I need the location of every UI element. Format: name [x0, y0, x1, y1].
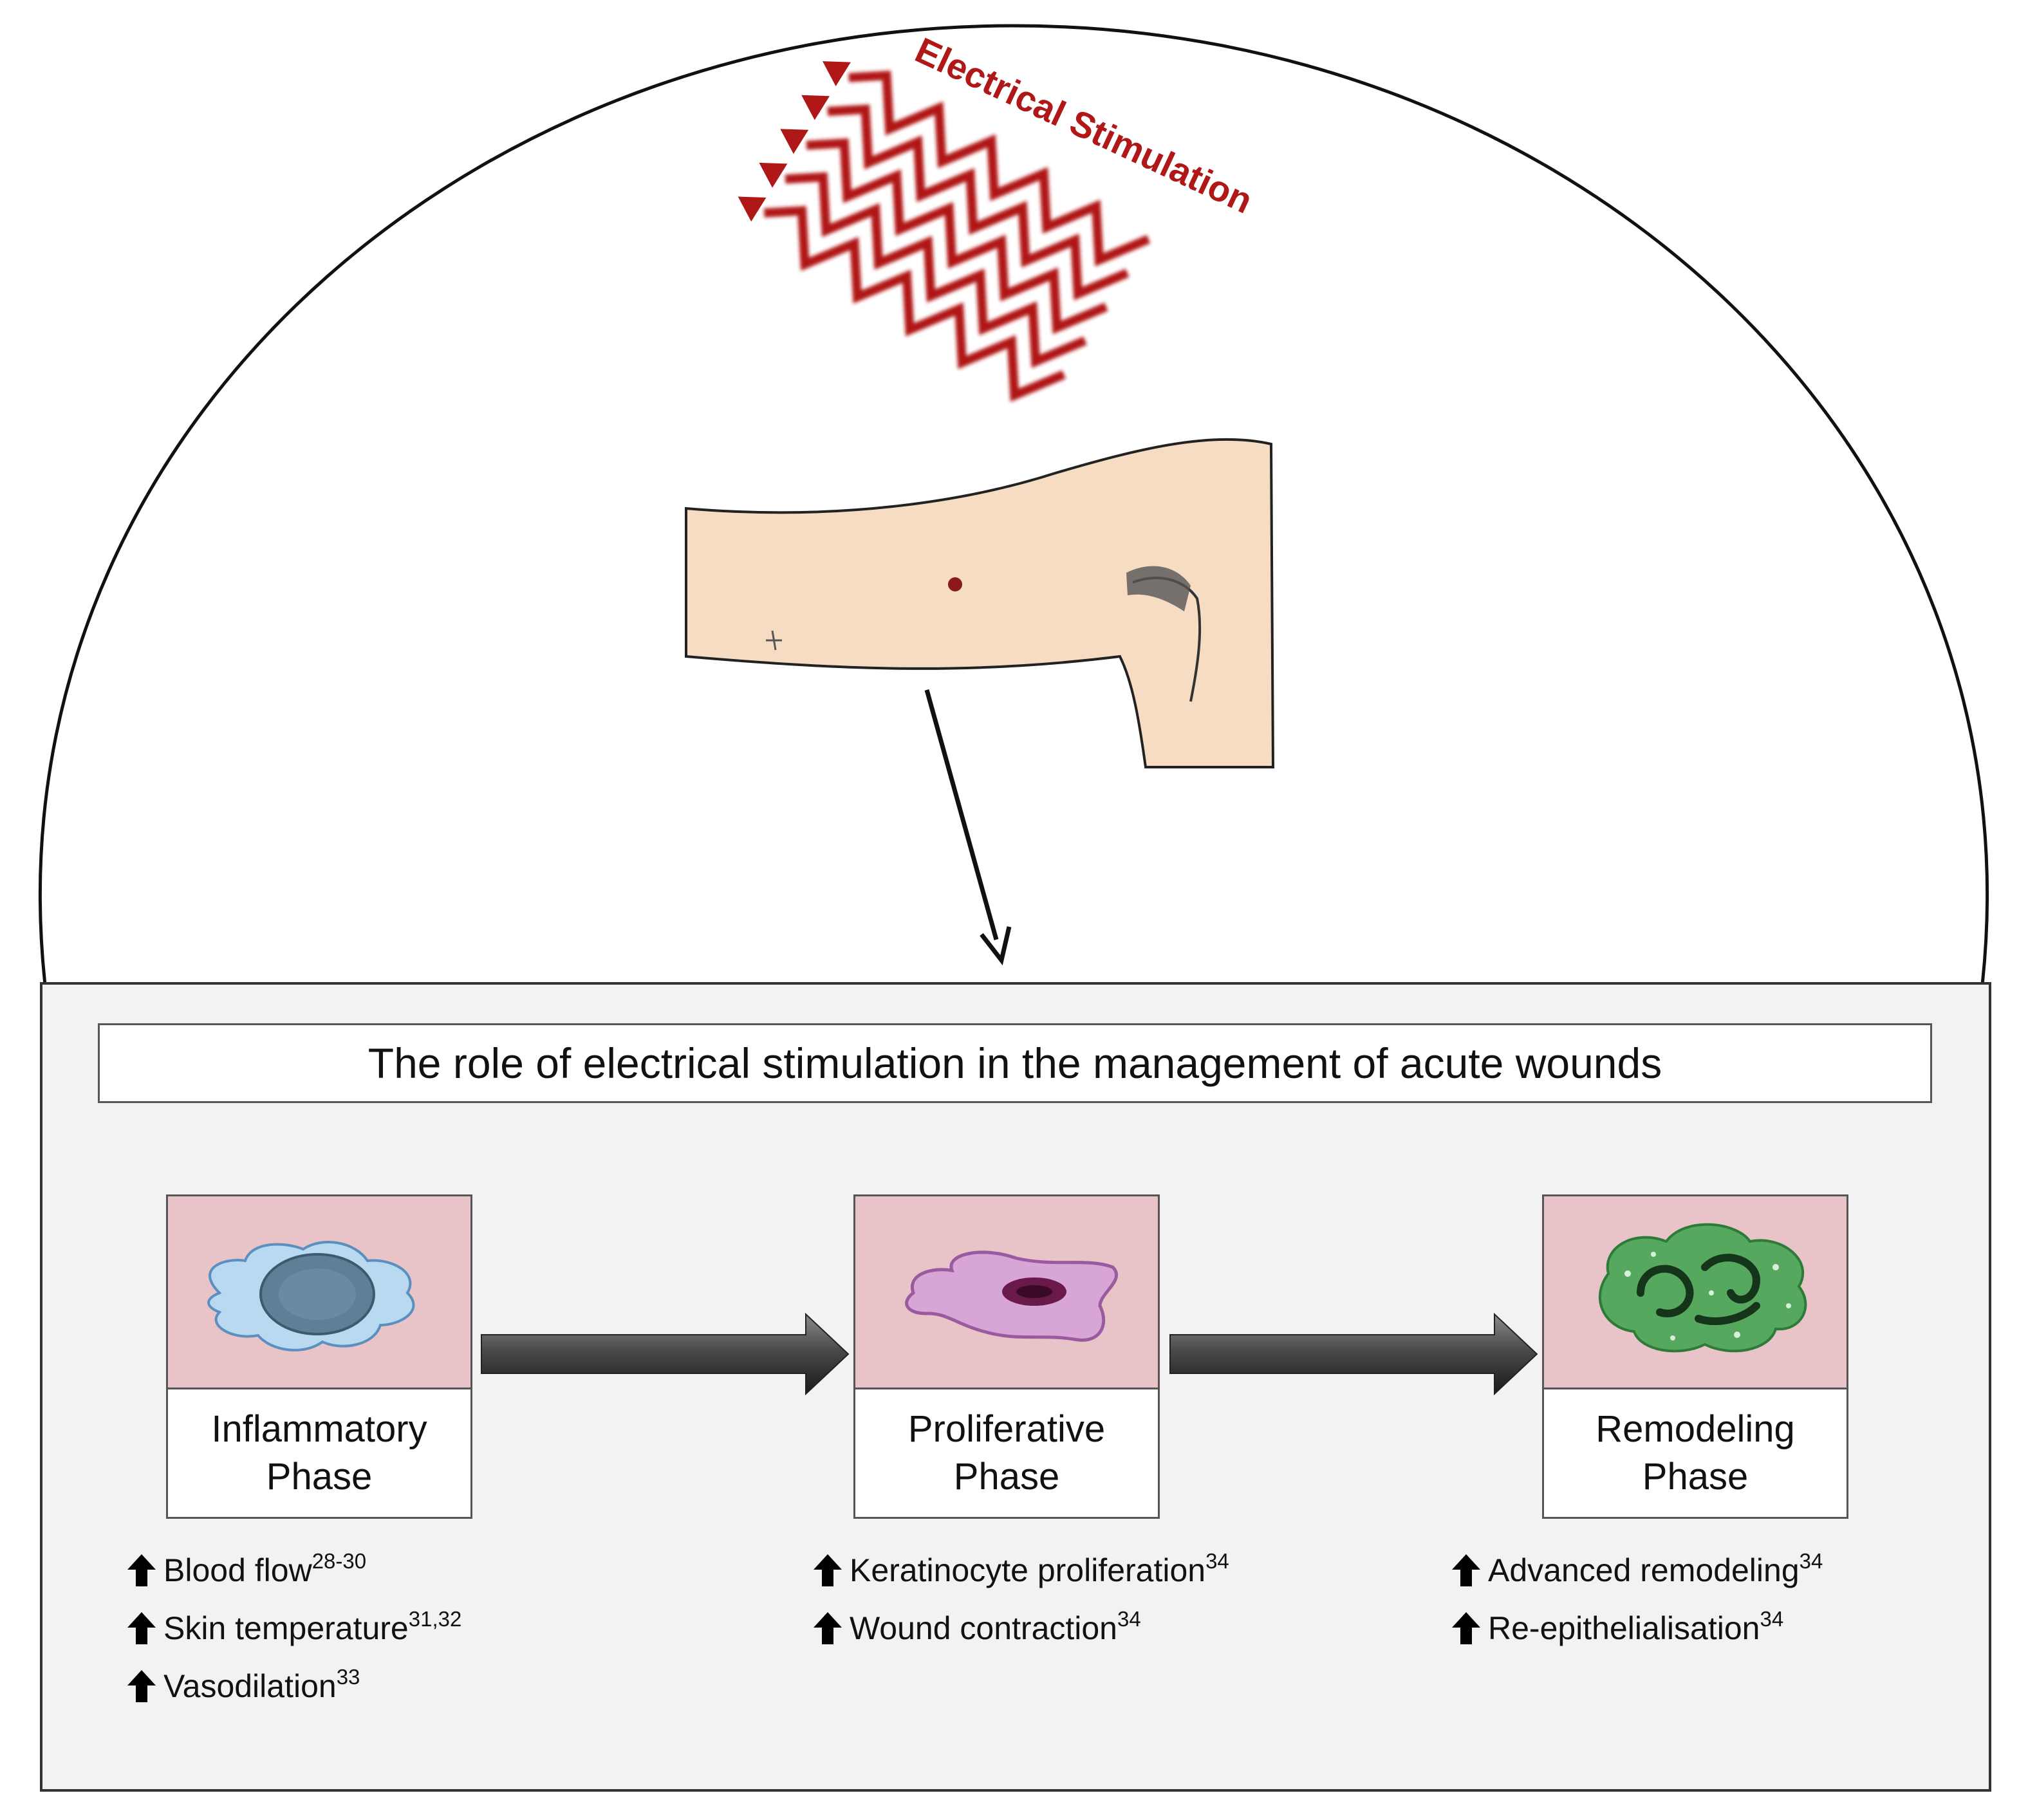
- up-arrow-icon: [127, 1612, 156, 1644]
- fibroblast-cell-icon: [853, 1194, 1160, 1391]
- up-arrow-icon: [814, 1612, 842, 1644]
- connector-arrow: [924, 689, 1012, 965]
- stimulation-wave: [827, 104, 1130, 301]
- wound-icon: [948, 577, 962, 591]
- stimulation-wave: [763, 206, 1066, 402]
- stimulation-arrowhead: [823, 61, 851, 86]
- stimulation-wave: [785, 172, 1087, 368]
- arrow-inflammatory-to-proliferative: [481, 1312, 850, 1396]
- stimulation-arrowhead: [759, 162, 788, 188]
- arrow-proliferative-to-remodeling: [1169, 1312, 1538, 1396]
- stimulation-arrowhead: [738, 196, 767, 222]
- up-arrow-icon: [127, 1554, 156, 1586]
- stimulation-arrowhead: [801, 95, 830, 120]
- up-arrow-icon: [1452, 1612, 1480, 1644]
- up-arrow-icon: [127, 1670, 156, 1702]
- panel-title-text: The role of electrical stimulation in th…: [367, 1039, 1662, 1087]
- phase-label-inflammatory: Inflammatory Phase: [166, 1388, 472, 1519]
- phase-card-inflammatory: Inflammatory Phase: [166, 1194, 472, 1519]
- up-arrow-icon: [814, 1554, 842, 1586]
- phase-label-proliferative: Proliferative Phase: [853, 1388, 1160, 1519]
- stimulation-wave: [806, 138, 1108, 335]
- stimulation-arrowhead: [780, 129, 809, 154]
- arm-illustration: [685, 438, 1275, 768]
- remodeling-cell-icon: [1542, 1194, 1848, 1391]
- stimulation-wave: [848, 70, 1151, 267]
- phase-card-proliferative: Proliferative Phase: [853, 1194, 1160, 1519]
- panel-title: The role of electrical stimulation in th…: [98, 1023, 1932, 1103]
- phase-card-remodeling: Remodeling Phase: [1542, 1194, 1848, 1519]
- inflammatory-cell-icon: [166, 1194, 472, 1391]
- dome-outline: [38, 24, 1989, 985]
- electrical-stimulation-icon: [738, 61, 1151, 402]
- up-arrow-icon: [1452, 1554, 1480, 1586]
- phase-label-remodeling: Remodeling Phase: [1542, 1388, 1848, 1519]
